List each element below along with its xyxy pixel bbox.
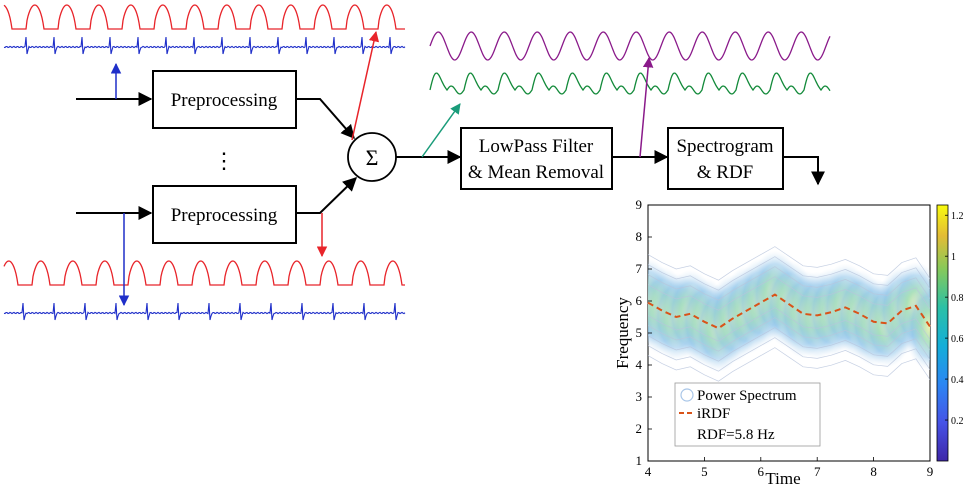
preprocessing-label-top: Preprocessing (171, 90, 278, 111)
colorbar-tick-label: 0.4 (951, 375, 964, 386)
spectrogram-label-line2: & RDF (697, 162, 754, 183)
lowpass-label-line1: LowPass Filter (479, 136, 594, 157)
contour-line (648, 327, 930, 362)
power-spectrum-legend-icon (680, 388, 694, 402)
ppg-tap-arrow-top (351, 30, 380, 141)
axis-ticks: 4 5 6 7 8 9 1 2 3 4 5 6 7 8 9 (636, 197, 934, 479)
x-axis-label: Time (765, 469, 800, 487)
contour-line (648, 256, 930, 291)
x-tick-label: 7 (814, 464, 821, 479)
contour-line (648, 317, 930, 352)
ppg-trace-bottom (3, 260, 405, 286)
legend-irdf: iRDF (697, 406, 730, 422)
y-tick-label: 5 (636, 325, 643, 340)
y-tick-label: 6 (636, 293, 643, 308)
ellipsis-dots: ⋮ (213, 148, 235, 173)
contour-line (648, 266, 930, 301)
y-tick-label: 2 (636, 421, 643, 436)
summed-trace (429, 72, 831, 95)
contour-line (648, 347, 930, 382)
x-tick-label: 6 (758, 464, 765, 479)
irdf-line (647, 293, 931, 330)
y-tick-label: 8 (636, 229, 643, 244)
spectrogram-output-arrow (783, 156, 825, 186)
preprocessing-label-bottom: Preprocessing (171, 205, 278, 226)
lowpass-label-line2: & Mean Removal (468, 162, 604, 183)
spectrogram-chart: 4 5 6 7 8 9 1 2 3 4 5 6 7 8 9 Time Frequency Power Spe… (613, 197, 964, 487)
colorbar-tick-label: 0.6 (951, 334, 964, 345)
x-tick-label: 8 (870, 464, 877, 479)
contour-line (648, 337, 930, 372)
spectrogram-block (667, 127, 784, 190)
top-to-sum-arrow (296, 98, 355, 140)
x-tick-label: 9 (927, 464, 934, 479)
colorbar (936, 204, 949, 462)
bottom-to-sum-arrow (296, 177, 358, 214)
y-tick-label: 7 (636, 261, 643, 276)
preprocessing-block-bottom (152, 185, 297, 244)
legend-power-spectrum: Power Spectrum (697, 388, 797, 404)
colorbar-tick-label: 0.8 (951, 293, 964, 304)
spectrogram-label-line1: Spectrogram (676, 136, 773, 157)
y-tick-label: 3 (636, 389, 643, 404)
summation-symbol: Σ (366, 145, 379, 170)
x-tick-label: 5 (701, 464, 708, 479)
colorbar-ticks: 0.2 0.4 0.6 0.8 1 1.2 (945, 211, 964, 427)
ecg-trace-top (3, 36, 406, 55)
colorbar-tick-label: 1 (951, 252, 956, 263)
contour-line (648, 276, 930, 311)
colorbar-tick-label: 0.2 (951, 416, 964, 427)
filtered-trace (429, 31, 831, 61)
signal-traces (3, 4, 831, 321)
sum-tap-arrow (421, 103, 461, 158)
filtered-tap-arrow (639, 56, 654, 158)
ppg-trace-top (3, 4, 405, 30)
ecg-trace-bottom (3, 302, 406, 321)
y-tick-label: 4 (636, 357, 643, 372)
y-axis-label: Frequency (613, 297, 632, 369)
legend-rdf-value: RDF=5.8 Hz (697, 427, 775, 443)
colorbar-tick-label: 1.2 (951, 211, 964, 222)
legend: Power Spectrum iRDF RDF=5.8 Hz (674, 382, 821, 447)
y-tick-label: 1 (636, 453, 643, 468)
contour-line (648, 246, 930, 281)
x-tick-label: 4 (645, 464, 652, 479)
lowpass-block (460, 127, 613, 190)
legend-box (674, 382, 821, 447)
contour-line (648, 307, 930, 342)
power-blob (904, 282, 930, 371)
y-tick-label: 9 (636, 197, 643, 212)
